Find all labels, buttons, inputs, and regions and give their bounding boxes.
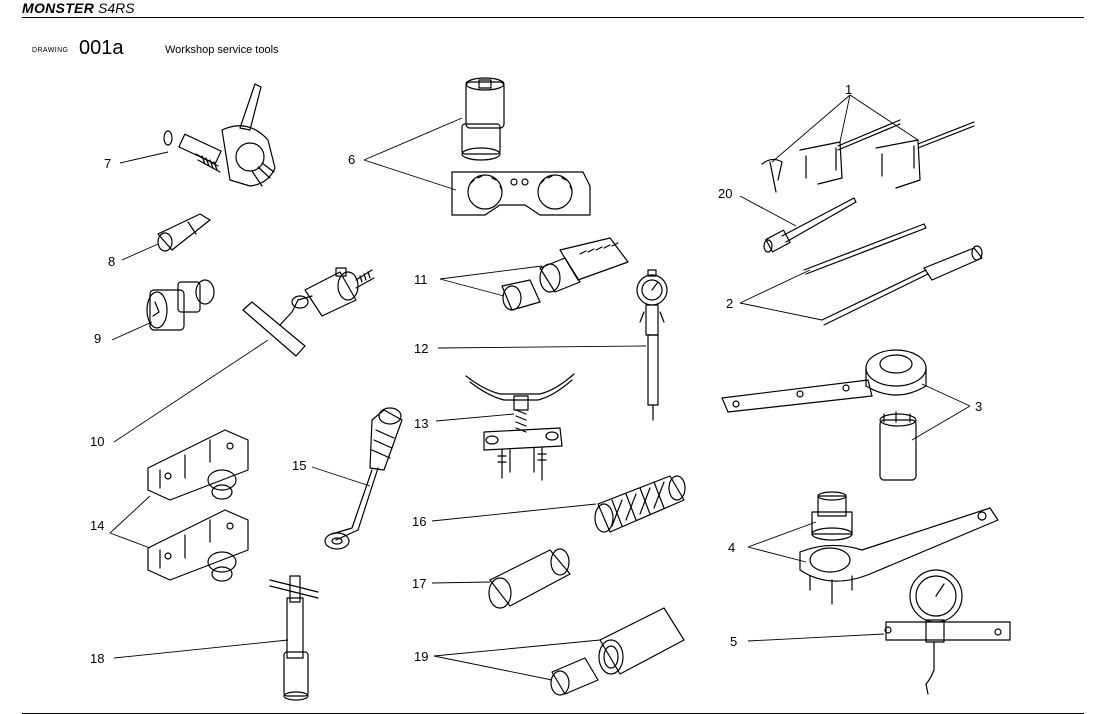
tool-5-illustration xyxy=(884,569,1011,695)
tool-2-illustration xyxy=(803,223,983,326)
tool-10-illustration xyxy=(242,267,375,357)
document-header: MONSTER S4RS xyxy=(22,0,135,16)
callout-10: 10 xyxy=(90,434,104,449)
drawing-number: 001a xyxy=(79,37,124,59)
callout-15: 15 xyxy=(292,458,306,473)
tool-15-illustration xyxy=(324,407,403,550)
callout-19: 19 xyxy=(414,649,428,664)
callout-14: 14 xyxy=(90,518,104,533)
callout-17: 17 xyxy=(412,576,426,591)
brand-name: MONSTER xyxy=(22,0,95,16)
drawing-label: DRAWING xyxy=(32,47,69,54)
callout-13: 13 xyxy=(414,416,428,431)
header-divider xyxy=(22,17,1084,18)
callout-16: 16 xyxy=(412,514,426,529)
model-name: S4RS xyxy=(98,0,135,16)
callout-9: 9 xyxy=(94,331,101,346)
callout-20: 20 xyxy=(718,186,732,201)
tool-18-illustration xyxy=(269,575,319,701)
callout-6: 6 xyxy=(348,152,355,167)
callout-2: 2 xyxy=(726,296,733,311)
tool-1-illustration xyxy=(761,119,975,193)
callout-7: 7 xyxy=(104,156,111,171)
tool-14-illustration xyxy=(147,429,249,582)
callout-11: 11 xyxy=(414,272,428,287)
tool-8-illustration xyxy=(157,213,211,252)
drawing-title: Workshop service tools xyxy=(165,44,279,56)
tool-3-illustration xyxy=(721,349,927,481)
callout-1: 1 xyxy=(845,82,852,97)
tool-4-illustration xyxy=(799,491,999,605)
tool-16-illustration xyxy=(594,475,686,533)
tool-20-illustration xyxy=(763,197,857,253)
tool-6-illustration xyxy=(451,77,591,216)
callout-5: 5 xyxy=(730,634,737,649)
callout-12: 12 xyxy=(414,341,428,356)
tool-19-illustration xyxy=(550,607,685,696)
tool-11-illustration xyxy=(501,237,629,311)
tool-17-illustration xyxy=(488,548,571,609)
callout-4: 4 xyxy=(728,540,735,555)
tool-12-illustration xyxy=(636,269,668,421)
tool-13-illustration xyxy=(465,373,575,481)
leader-lines xyxy=(109,94,971,681)
tool-7-illustration xyxy=(163,83,276,187)
tool-9-illustration xyxy=(146,279,215,331)
callout-3: 3 xyxy=(975,399,982,414)
callout-8: 8 xyxy=(108,254,115,269)
callout-18: 18 xyxy=(90,651,104,666)
